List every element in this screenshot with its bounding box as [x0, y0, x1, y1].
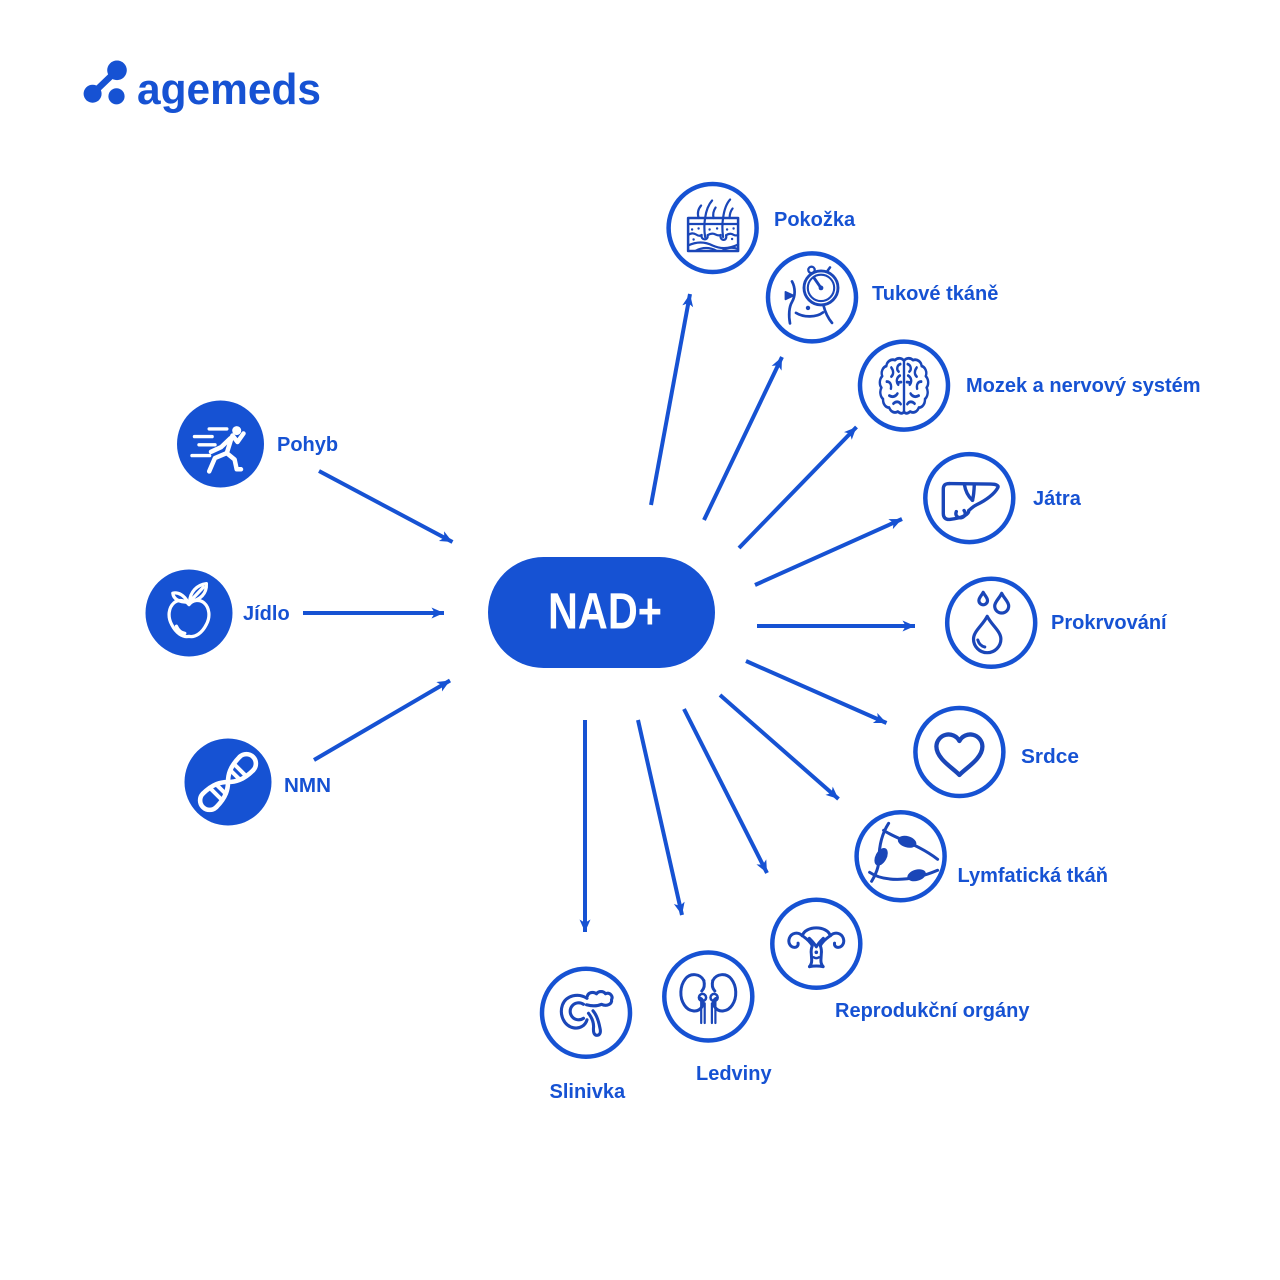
svg-text:Pokožka: Pokožka [774, 209, 856, 231]
svg-text:Játra: Játra [1033, 488, 1082, 510]
svg-text:Reprodukční orgány: Reprodukční orgány [835, 1000, 1030, 1022]
svg-text:Pohyb: Pohyb [277, 434, 338, 456]
svg-text:Ledviny: Ledviny [696, 1063, 772, 1085]
svg-text:agemeds: agemeds [137, 65, 321, 114]
svg-text:Prokrvování: Prokrvování [1051, 612, 1168, 634]
svg-text:Lymfatická tkáň: Lymfatická tkáň [958, 865, 1108, 887]
svg-text:Slinivka: Slinivka [550, 1081, 626, 1103]
svg-text:Tukové tkáně: Tukové tkáně [872, 283, 998, 305]
svg-text:Mozek a nervový systém: Mozek a nervový systém [966, 375, 1201, 397]
svg-text:NMN: NMN [284, 775, 331, 797]
svg-text:Jídlo: Jídlo [243, 603, 290, 625]
svg-text:Srdce: Srdce [1021, 746, 1079, 768]
svg-text:NAD+: NAD+ [548, 583, 662, 640]
